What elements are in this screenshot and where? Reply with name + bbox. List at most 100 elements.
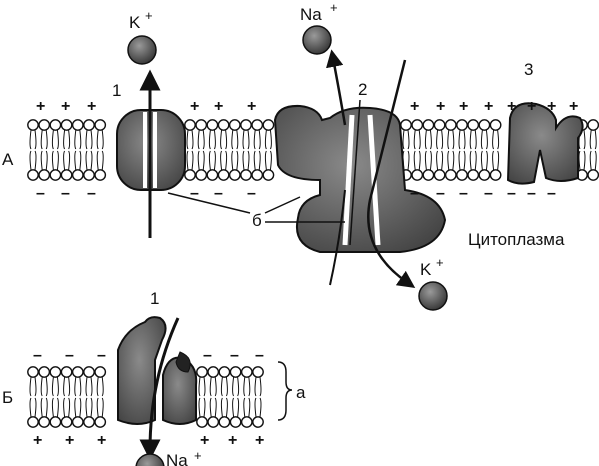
lipid-tail <box>232 397 235 418</box>
lipid-tail <box>253 150 256 171</box>
lipid-tail <box>101 397 104 418</box>
lipid-head <box>478 169 491 181</box>
lipid-tail <box>63 150 66 171</box>
charge-sign: – <box>203 347 212 364</box>
lipid-tail <box>51 397 54 418</box>
lipid-tail <box>480 150 483 171</box>
charge-sign: + <box>200 432 209 449</box>
lipid-head <box>218 366 231 378</box>
lipid-tail <box>101 150 104 171</box>
charge-sign: + <box>459 98 468 115</box>
lipid-tail <box>594 150 597 171</box>
lipid-tail <box>264 150 267 171</box>
lipid-head <box>71 169 84 181</box>
lipid-head <box>587 169 599 181</box>
lipid-tail <box>203 376 206 397</box>
lipid-tail <box>29 129 32 150</box>
channel-2-gated <box>273 49 447 288</box>
lipid-tail <box>248 397 251 418</box>
lipid-head <box>262 119 275 131</box>
lipid-tail <box>85 129 88 150</box>
lipid-tail <box>209 397 212 418</box>
lipid-tail <box>51 376 54 397</box>
lipid-head <box>27 119 39 131</box>
lipid-head <box>218 416 231 428</box>
lipid-head <box>400 119 412 131</box>
charge-sign: – <box>255 347 264 364</box>
lipid-tail <box>237 397 240 418</box>
na-ion-top-label: Na <box>300 5 322 24</box>
lipid-tail <box>254 376 257 397</box>
lipid-head <box>240 169 252 181</box>
lipid-tail <box>96 376 99 397</box>
charge-sign: – <box>36 185 45 202</box>
lipid-tail <box>469 129 472 150</box>
lipid-head <box>83 119 95 131</box>
lipid-tail <box>458 129 461 150</box>
lipid-head <box>49 169 62 181</box>
charge-sign: + <box>87 98 96 115</box>
lipid-head <box>27 416 39 428</box>
channel-b-1 <box>117 316 198 461</box>
lipid-tail <box>452 150 455 171</box>
lipid-head <box>71 416 84 428</box>
charge-sign: + <box>36 98 45 115</box>
lipid-tail <box>225 397 228 418</box>
charge-sign: + <box>65 432 74 449</box>
lipid-tail <box>45 397 48 418</box>
lipid-head <box>38 366 51 378</box>
lipid-tail <box>63 397 66 418</box>
charge-sign: – <box>547 185 556 202</box>
lipid-tail <box>429 129 432 150</box>
lipid-tail <box>259 376 262 397</box>
lipid-tail <box>68 129 71 150</box>
gate-label: б <box>252 211 262 230</box>
lipid-tail <box>583 150 586 171</box>
lipid-head <box>49 119 62 131</box>
lipid-tail <box>197 129 200 150</box>
lipid-head <box>207 366 220 378</box>
lipid-tail <box>463 150 466 171</box>
lipid-tail <box>220 129 223 150</box>
lipid-head <box>94 416 107 428</box>
lipid-tail <box>220 376 223 397</box>
lipid-tail <box>480 129 483 150</box>
lipid-tail <box>56 150 59 171</box>
lipid-tail <box>40 129 43 150</box>
channel-1-number: 1 <box>112 81 121 100</box>
charge-sign: + <box>507 98 516 115</box>
lipid-tail <box>589 150 592 171</box>
charge-sign: – <box>87 185 96 202</box>
lipid-head <box>83 169 95 181</box>
lipid-tail <box>63 376 66 397</box>
lipid-tail <box>458 150 461 171</box>
lipid-head <box>38 119 51 131</box>
lipid-tail <box>447 129 450 150</box>
charge-sign: – <box>527 185 536 202</box>
outer-charges-b: –––––– <box>33 347 264 364</box>
lipid-head <box>240 119 252 131</box>
lipid-tail <box>452 129 455 150</box>
lipid-head <box>228 169 241 181</box>
charge-sign: – <box>190 185 199 202</box>
charge-sign: – <box>484 185 493 202</box>
lipid-tail <box>198 376 201 397</box>
lipid-head <box>467 119 480 131</box>
lipid-head <box>206 119 219 131</box>
panel-b-label: Б <box>2 388 13 407</box>
lipid-head <box>94 169 107 181</box>
lipid-tail <box>34 129 37 150</box>
lipid-head <box>60 366 73 378</box>
lipid-head <box>83 366 95 378</box>
lipid-tail <box>209 376 212 397</box>
lipid-head <box>422 119 435 131</box>
lipid-tail <box>447 150 450 171</box>
lipid-head <box>217 119 230 131</box>
lipid-head <box>251 119 264 131</box>
lipid-tail <box>474 150 477 171</box>
lipid-tail <box>101 376 104 397</box>
lipid-tail <box>90 397 93 418</box>
charge-sign: + <box>569 98 578 115</box>
lipid-tail <box>413 150 416 171</box>
lipid-tail <box>248 376 251 397</box>
